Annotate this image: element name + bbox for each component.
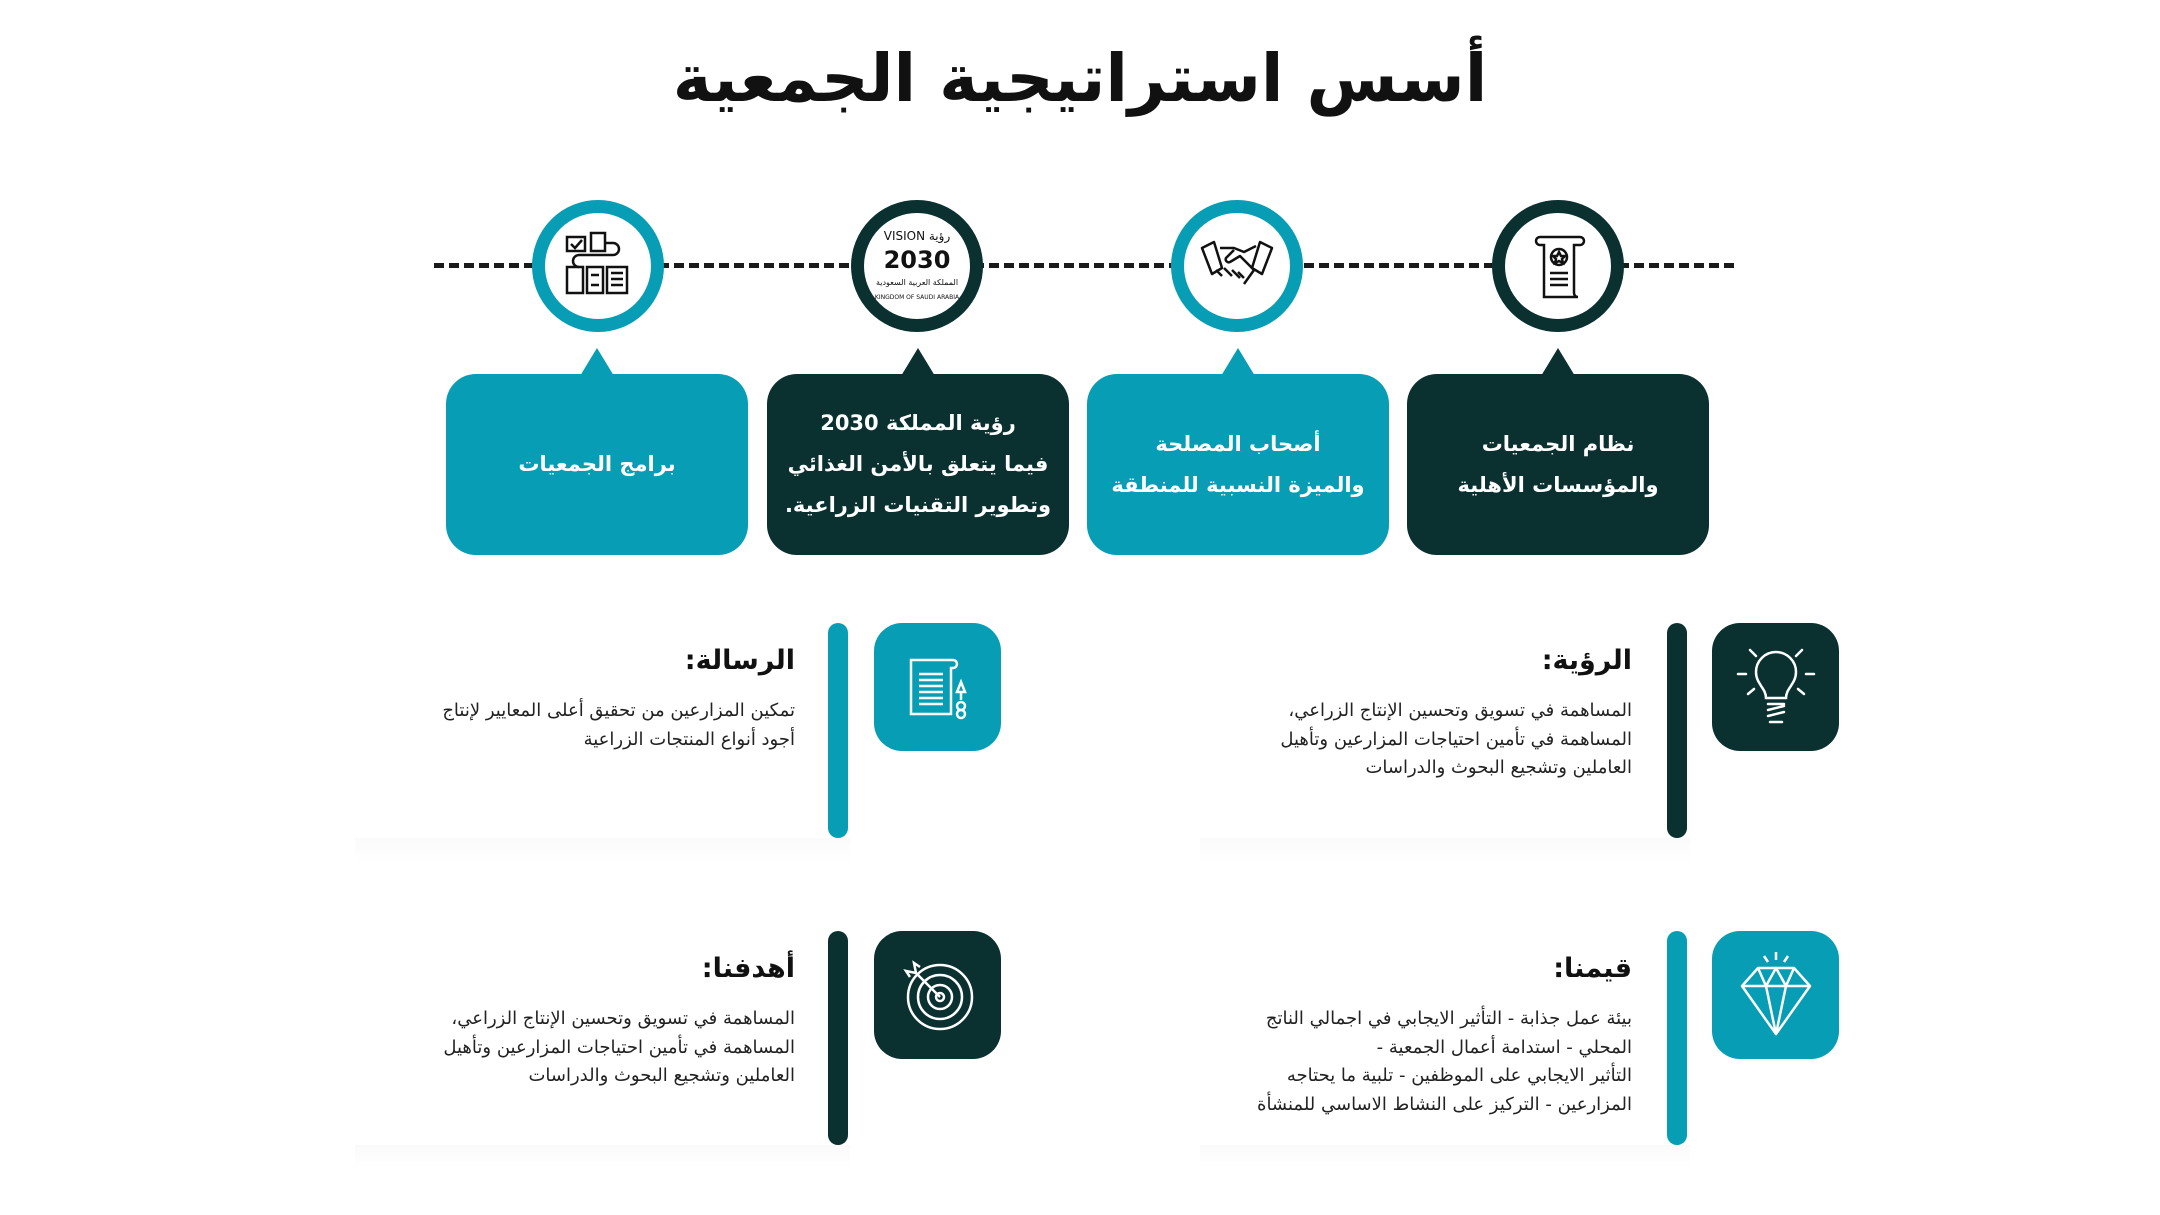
box-text: وتطوير التقنيات الزراعية.: [784, 493, 1052, 517]
message-line: أجود أنواع المنتجات الزراعية: [583, 728, 795, 750]
vision-line: المساهمة في تأمين احتياجات المزارعين وتأ…: [1280, 728, 1632, 750]
programs-icon: [565, 231, 629, 295]
certificate-scroll-icon: [1534, 235, 1586, 299]
values-title: قيمنا:: [1553, 953, 1632, 984]
goals-body: المساهمة في تسويق وتحسين الإنتاج الزراعي…: [443, 1005, 795, 1091]
values-line: المزارعين - التركيز على النشاط الاساسي ل…: [1257, 1093, 1632, 1115]
timeline-dashed-line: [434, 263, 1734, 268]
timeline-box-regulations: نظام الجمعيات والمؤسسات الأهلية: [1407, 348, 1709, 555]
goals-accent-bar: [828, 931, 848, 1145]
goals-line: العاملين وتشجيع البحوث والدراسات: [528, 1065, 795, 1086]
box-text: فيما يتعلق بالأمن الغذائي: [787, 452, 1049, 476]
logo-vision-text: رؤية VISION: [884, 229, 951, 244]
document-pen-icon: [909, 658, 967, 720]
values-line: المحلي - استدامة أعمال الجمعية -: [1376, 1036, 1632, 1058]
message-accent-bar: [828, 623, 848, 838]
message-icon-tile: [874, 623, 1001, 751]
timeline-box-programs: برامج الجمعيات: [446, 348, 748, 555]
vision-body: المساهمة في تسويق وتحسين الإنتاج الزراعي…: [1280, 697, 1632, 783]
box-text: برامج الجمعيات: [518, 452, 676, 476]
vision-icon-tile: [1712, 623, 1839, 751]
box-text: والميزة النسبية للمنطقة: [1111, 472, 1365, 497]
vision-2030-logo: رؤية VISION 2030 المملكة العربية السعودية K…: [875, 229, 960, 301]
logo-english-text: KINGDOM OF SAUDI ARABIA: [875, 294, 960, 301]
target-icon: [902, 960, 973, 1031]
vision-line: العاملين وتشجيع البحوث والدراسات: [1365, 757, 1632, 778]
vision-accent-bar: [1667, 623, 1687, 838]
handshake-icon: [1200, 240, 1274, 285]
card-shadow: [355, 1145, 850, 1169]
values-line: التأثير الايجابي على الموظفين - تلبية ما…: [1286, 1065, 1632, 1086]
timeline-node-programs: [532, 200, 664, 332]
timeline-box-vision-2030: رؤية المملكة 2030 فيما يتعلق بالأمن الغذا…: [767, 348, 1069, 555]
card-shadow: [1200, 1145, 1690, 1169]
box-text: رؤية المملكة 2030: [820, 411, 1016, 435]
vision-line: المساهمة في تسويق وتحسين الإنتاج الزراعي…: [1288, 700, 1632, 721]
values-icon-tile: [1712, 931, 1839, 1059]
box-text: أصحاب المصلحة: [1155, 431, 1321, 456]
logo-arabic-text: المملكة العربية السعودية: [876, 278, 958, 287]
message-line: تمكين المزارعين من تحقيق أعلى المعايير ل…: [442, 700, 795, 721]
message-body: تمكين المزارعين من تحقيق أعلى المعايير ل…: [442, 697, 795, 754]
timeline-node-vision-2030: رؤية VISION 2030 المملكة العربية السعودية K…: [851, 200, 983, 332]
vision-title: الرؤية:: [1541, 645, 1632, 676]
timeline-node-regulations: [1492, 200, 1624, 332]
logo-year-text: 2030: [884, 246, 951, 274]
goals-icon-tile: [874, 931, 1001, 1059]
diamond-icon: [1740, 952, 1811, 1036]
box-text: نظام الجمعيات: [1481, 431, 1635, 456]
values-body: بيئة عمل جذابة - التأثير الايجابي في اجم…: [1257, 1005, 1632, 1119]
card-shadow: [355, 838, 850, 862]
message-title: الرسالة:: [684, 645, 795, 676]
lightbulb-icon: [1736, 648, 1815, 724]
goals-title: أهدفنا:: [701, 953, 795, 984]
page-title: أسس استراتيجية الجمعية: [672, 40, 1488, 117]
timeline-node-stakeholders: [1171, 200, 1303, 332]
card-shadow: [1200, 838, 1690, 862]
values-accent-bar: [1667, 931, 1687, 1145]
values-line: بيئة عمل جذابة - التأثير الايجابي في اجم…: [1265, 1008, 1632, 1029]
box-text: والمؤسسات الأهلية: [1457, 472, 1659, 497]
goals-line: المساهمة في تسويق وتحسين الإنتاج الزراعي…: [451, 1008, 795, 1029]
goals-line: المساهمة في تأمين احتياجات المزارعين وتأ…: [443, 1036, 795, 1058]
timeline-box-stakeholders: أصحاب المصلحة والميزة النسبية للمنطقة: [1087, 348, 1389, 555]
